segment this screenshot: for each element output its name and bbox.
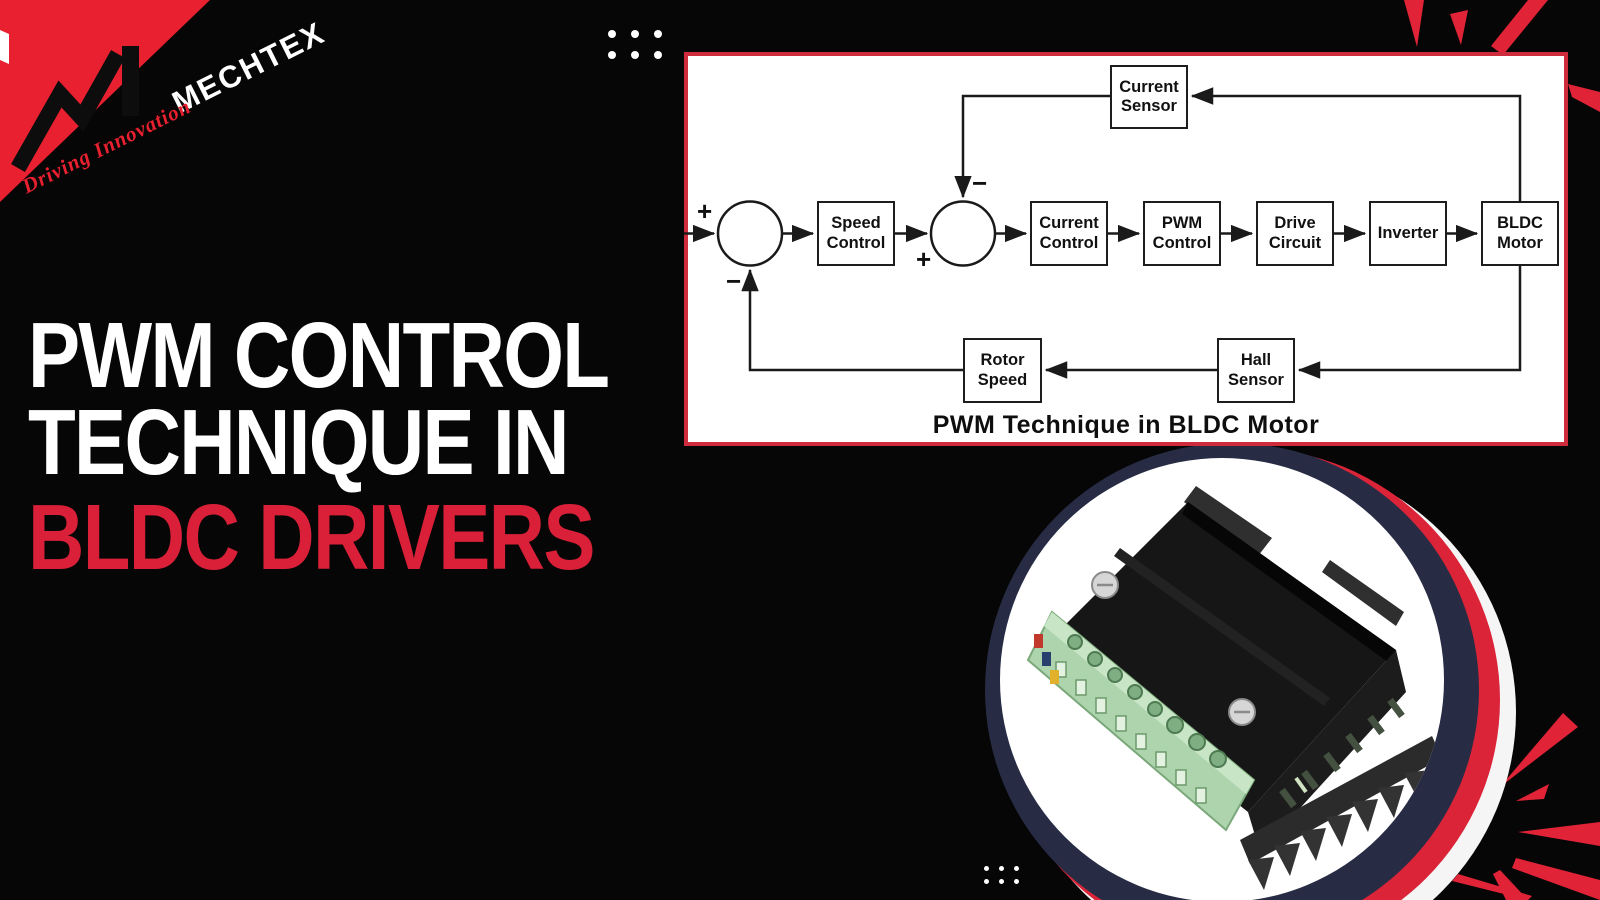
bldc-driver-photo <box>1026 486 1442 890</box>
node-current-sensor: Current Sensor <box>1110 65 1188 129</box>
title-line-3: BLDC DRIVERS <box>28 485 595 589</box>
node-label: Hall Sensor <box>1228 351 1284 389</box>
node-rotor-speed: Rotor Speed <box>963 338 1042 403</box>
node-inverter: Inverter <box>1369 201 1447 266</box>
burst-bottom-right-icon <box>1452 713 1600 900</box>
title-line-1: PWM CONTROL <box>28 303 610 407</box>
node-label: Rotor Speed <box>977 351 1028 389</box>
node-label: Drive Circuit <box>1268 214 1322 252</box>
node-label: BLDC Motor <box>1497 214 1543 252</box>
sum2-minus-sign: − <box>972 168 988 198</box>
sum1-minus-sign: − <box>726 266 742 296</box>
diagram-flow-lines <box>684 87 1522 379</box>
node-label: Speed Control <box>826 214 886 252</box>
node-label: PWM Control <box>1152 214 1212 252</box>
node-bldc-motor: BLDC Motor <box>1481 201 1559 266</box>
screw-icon <box>1091 571 1256 726</box>
page-title: PWM CONTROL TECHNIQUE IN BLDC DRIVERS <box>28 303 719 589</box>
burst-top-right-icon <box>1404 0 1600 112</box>
mechtex-logo <box>0 0 210 202</box>
sum2-plus-sign: + <box>916 244 932 274</box>
logo-red-band <box>0 0 210 202</box>
node-pwm-control: PWM Control <box>1143 201 1221 266</box>
dots-bottom-icon <box>984 866 1019 884</box>
node-drive-circuit: Drive Circuit <box>1256 201 1334 266</box>
node-speed-control: Speed Control <box>817 201 895 266</box>
node-current-control: Current Control <box>1030 201 1108 266</box>
diagram-panel: Current Sensor Speed Control Current Con… <box>684 52 1568 446</box>
dots-top-icon <box>608 30 662 59</box>
diagram-caption: PWM Technique in BLDC Motor <box>932 411 1320 439</box>
logo-m-monogram <box>11 46 139 172</box>
node-label: Inverter <box>1377 223 1439 242</box>
title-line-2: TECHNIQUE IN <box>28 390 569 494</box>
node-hall-sensor: Hall Sensor <box>1217 338 1295 403</box>
sum1-plus-sign: + <box>697 196 713 226</box>
node-label: Current Sensor <box>1119 77 1179 115</box>
node-label: Current Control <box>1039 214 1099 252</box>
